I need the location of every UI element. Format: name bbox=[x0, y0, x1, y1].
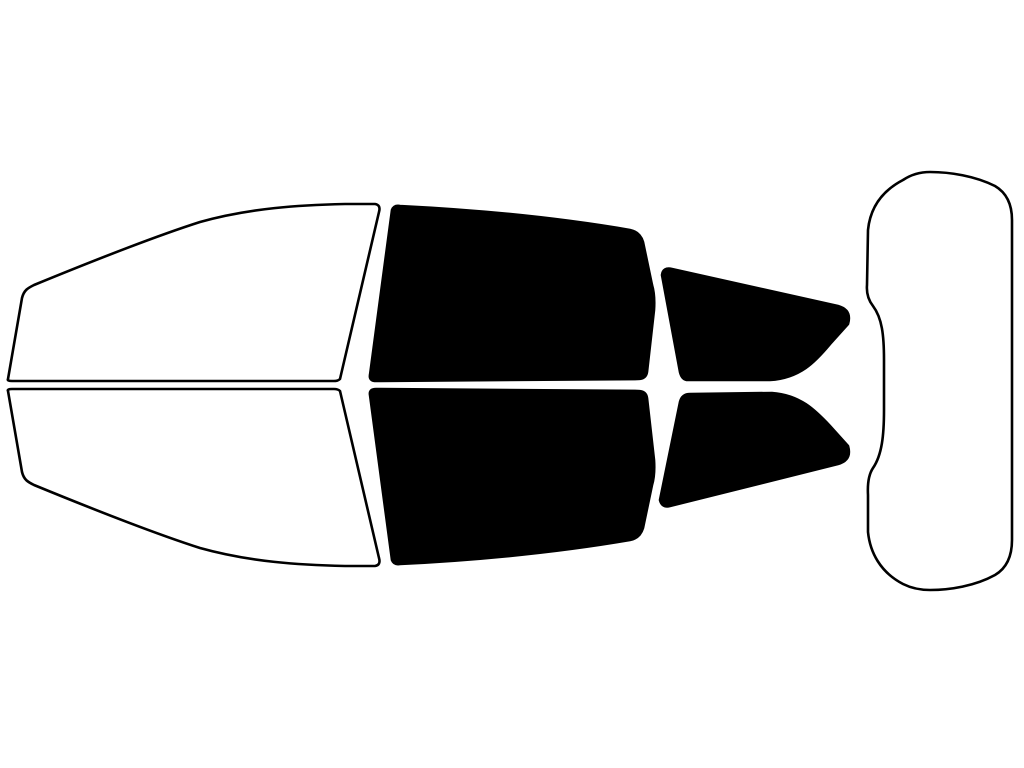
front-left-door-window bbox=[368, 204, 656, 383]
rear-right-door-window bbox=[658, 391, 851, 508]
front-right-door-window bbox=[368, 387, 656, 566]
windshield-right-half bbox=[6, 387, 381, 568]
rear-window bbox=[865, 170, 1014, 592]
windshield-left-half bbox=[6, 202, 381, 383]
rear-left-door-window bbox=[660, 267, 851, 382]
